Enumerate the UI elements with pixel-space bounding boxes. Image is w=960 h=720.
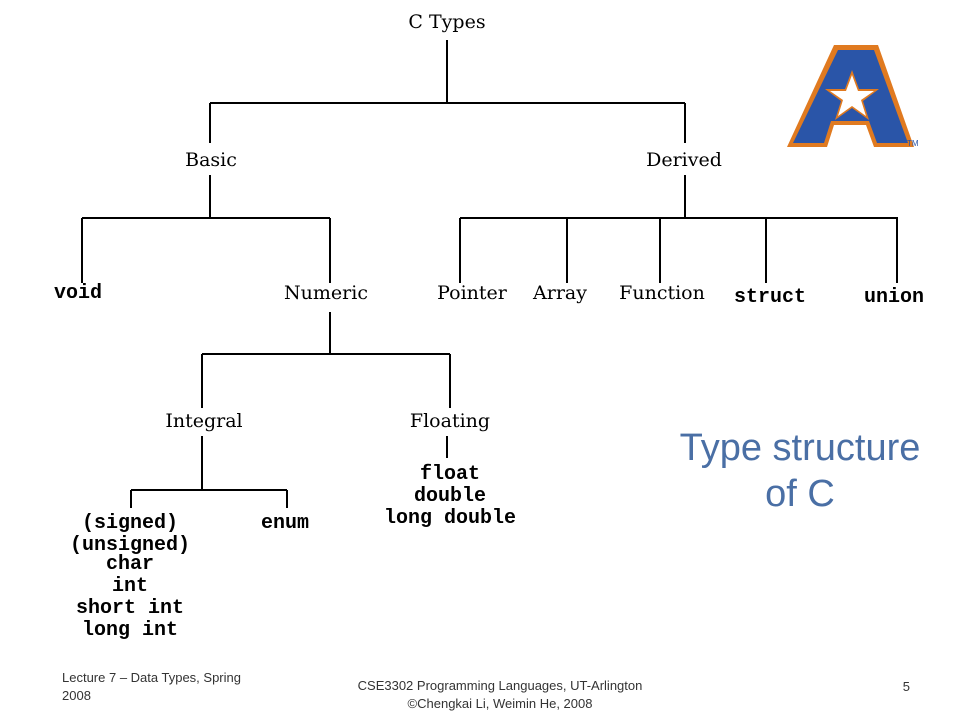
tree-edges: [81, 40, 898, 508]
node-enum: enum: [261, 512, 309, 535]
node-numeric: Numeric: [284, 282, 368, 304]
node-signed: (signed): [82, 512, 178, 535]
integral-type-long-int: long int: [82, 619, 178, 642]
footer-lecture-info: Lecture 7 – Data Types, Spring 2008: [62, 670, 241, 703]
logo-trademark: TM: [907, 139, 919, 148]
floating-type-float: float: [420, 463, 480, 486]
integral-type-short-int: short int: [76, 597, 184, 620]
node-function: Function: [619, 282, 705, 304]
integral-type-char: char: [106, 553, 154, 576]
integral-type-int: int: [112, 575, 148, 598]
footer-course-line-2: ©Chengkai Li, Weimin He, 2008: [407, 696, 593, 711]
slide-title: Type structure of C: [650, 425, 950, 517]
integral-type-unsigned: (unsigned): [70, 534, 190, 557]
slide-title-line-2: of C: [765, 473, 835, 515]
node-floating: Floating: [410, 410, 490, 432]
footer-course-info: CSE3302 Programming Languages, UT-Arling…: [300, 677, 700, 713]
node-pointer: Pointer: [437, 282, 508, 304]
node-c-types: C Types: [408, 11, 485, 33]
node-union: union: [864, 286, 924, 309]
node-struct: struct: [734, 286, 806, 309]
node-array: Array: [532, 282, 587, 304]
node-integral: Integral: [165, 410, 242, 432]
floating-type-double: double: [414, 485, 486, 508]
footer-course-line-1: CSE3302 Programming Languages, UT-Arling…: [357, 678, 643, 693]
slide-number: 5: [902, 679, 910, 694]
slide-title-line-1: Type structure: [679, 427, 921, 469]
uta-a-star-logo-icon: TM: [787, 45, 919, 148]
floating-type-long-double: long double: [384, 507, 516, 530]
node-basic: Basic: [185, 149, 237, 171]
node-void: void: [54, 282, 102, 305]
node-derived: Derived: [646, 149, 722, 171]
